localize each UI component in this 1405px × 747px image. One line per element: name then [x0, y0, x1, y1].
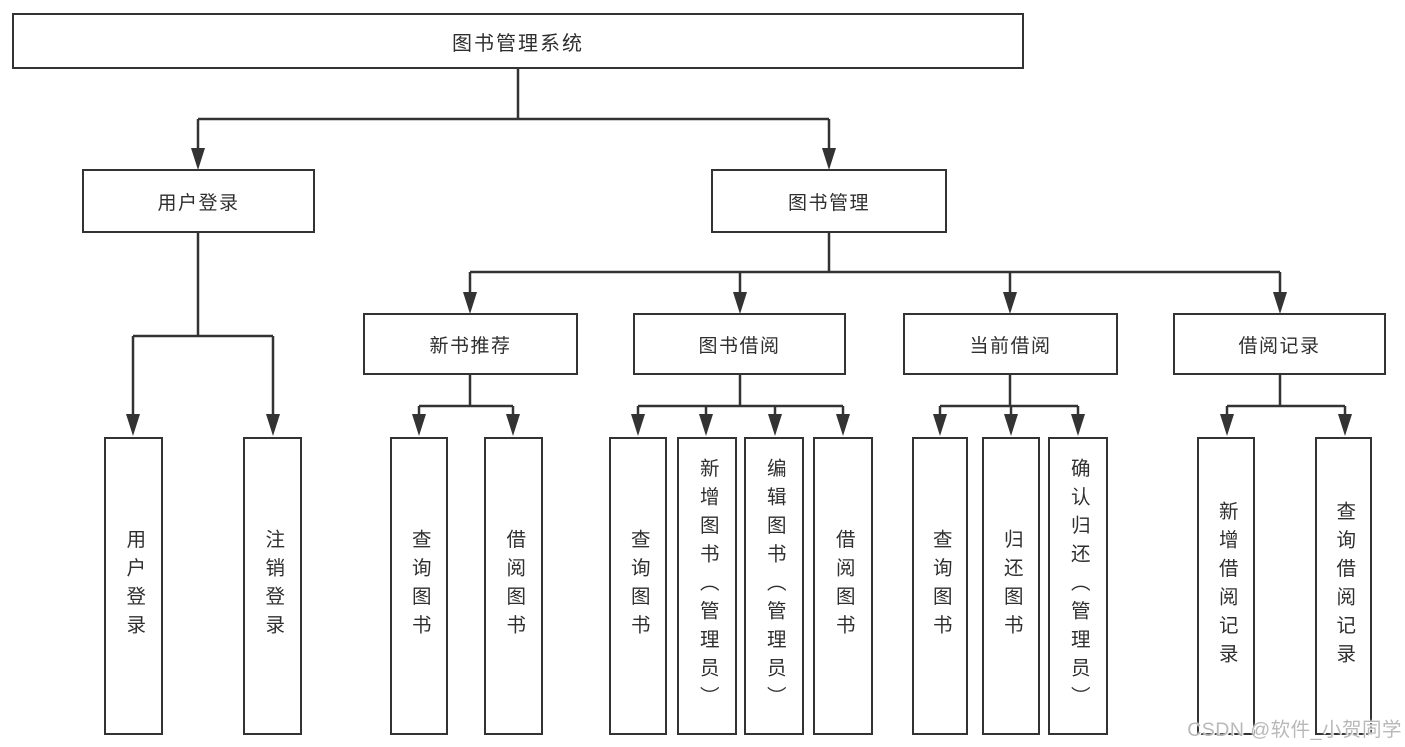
arrowheads: [126, 148, 1352, 436]
leaf-user-login: 用户登录: [104, 437, 163, 735]
arrowhead: [412, 414, 426, 436]
arrowhead: [1071, 414, 1085, 436]
node-label: 编辑图书（管理员）: [763, 457, 786, 715]
arrowhead: [126, 414, 140, 436]
leaf-borrow-book: 借阅图书: [813, 437, 873, 735]
node-label: 借阅图书: [832, 529, 855, 643]
leaf-add-book-admin: 新增图书（管理员）: [677, 437, 737, 735]
connector-lines: [131, 69, 1347, 416]
node-label: 用户登录: [157, 192, 240, 214]
node-library-system: 图书管理系统: [12, 13, 1024, 69]
arrowhead: [1004, 414, 1018, 436]
node-label: 查询图书: [408, 529, 431, 643]
arrowhead: [1220, 414, 1234, 436]
arrowhead: [1338, 414, 1352, 436]
leaf-query-book-current: 查询图书: [912, 437, 968, 735]
node-label: 查询图书: [627, 529, 650, 643]
arrowhead: [266, 414, 280, 436]
arrowhead: [836, 414, 850, 436]
node-label: 借阅记录: [1238, 335, 1321, 357]
leaf-return-book: 归还图书: [982, 437, 1040, 735]
arrowhead: [768, 414, 782, 436]
node-label: 确认归还（管理员）: [1067, 457, 1090, 715]
node-label: 归还图书: [1000, 529, 1023, 643]
leaf-add-borrow-record: 新增借阅记录: [1197, 437, 1255, 735]
arrowhead: [191, 148, 205, 170]
node-label: 查询图书: [929, 529, 952, 643]
node-label: 图书管理系统: [452, 32, 584, 55]
leaf-borrow-book-recommend: 借阅图书: [484, 437, 543, 735]
arrowhead: [822, 148, 836, 170]
leaf-logout: 注销登录: [243, 437, 302, 735]
leaf-edit-book-admin: 编辑图书（管理员）: [744, 437, 804, 735]
arrowhead: [733, 292, 747, 314]
arrowhead: [1273, 292, 1287, 314]
arrowhead: [631, 414, 645, 436]
arrowhead: [933, 414, 947, 436]
leaf-query-book-recommend: 查询图书: [390, 437, 448, 735]
node-label: 新书推荐: [429, 335, 512, 357]
watermark: CSDN @软件_小贺同学: [1187, 719, 1402, 741]
node-new-book-recommend: 新书推荐: [363, 313, 578, 375]
node-label: 查询借阅记录: [1332, 500, 1355, 672]
node-label: 注销登录: [261, 529, 284, 643]
arrowhead: [506, 414, 520, 436]
node-label: 新增图书（管理员）: [696, 457, 719, 715]
node-book-borrow: 图书借阅: [633, 313, 846, 375]
node-current-borrow: 当前借阅: [903, 313, 1118, 375]
arrowhead: [1003, 292, 1017, 314]
node-label: 当前借阅: [969, 335, 1052, 357]
leaf-confirm-return-admin: 确认归还（管理员）: [1048, 437, 1108, 735]
node-label: 借阅图书: [502, 529, 525, 643]
leaf-query-book-borrow: 查询图书: [609, 437, 667, 735]
node-book-management: 图书管理: [711, 169, 947, 233]
node-label: 图书管理: [787, 192, 870, 214]
arrowhead: [463, 292, 477, 314]
arrowhead: [699, 414, 713, 436]
node-label: 用户登录: [122, 529, 145, 643]
node-user-login: 用户登录: [82, 169, 315, 233]
node-label: 新增借阅记录: [1215, 500, 1238, 672]
node-label: 图书借阅: [698, 335, 781, 357]
node-borrow-records: 借阅记录: [1173, 313, 1386, 375]
leaf-query-borrow-record: 查询借阅记录: [1315, 437, 1372, 735]
